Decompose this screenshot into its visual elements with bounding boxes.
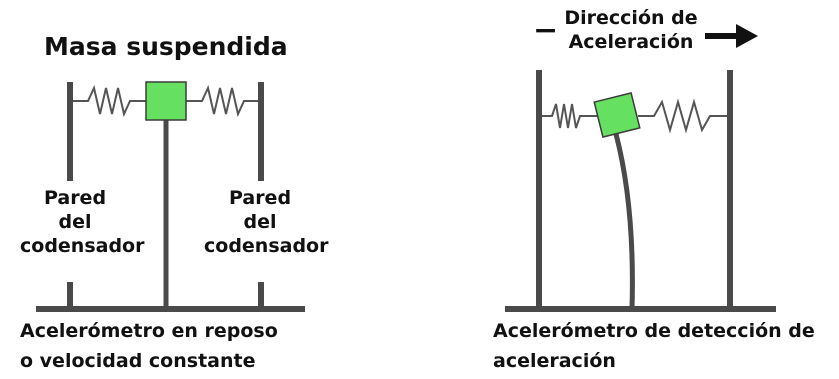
spring-left	[73, 84, 146, 118]
accelerometer-accelerating	[505, 24, 776, 312]
displaced-mass	[593, 92, 641, 138]
direction-arrow-head-icon	[736, 24, 758, 48]
minus-sign: −	[533, 13, 559, 48]
caption-accelerating: Acelerómetro de detección de aceleración	[493, 320, 815, 372]
spring-compressed	[542, 103, 598, 129]
suspended-mass	[145, 81, 187, 121]
wall-label-right: Pared del codensador	[204, 187, 329, 257]
spring-right	[186, 84, 258, 118]
wall-label-left: Pared del codensador	[20, 187, 145, 257]
accelerometer-at-rest	[36, 81, 305, 312]
caption-at-rest: Acelerómetro en reposo o velocidad const…	[20, 320, 278, 372]
direction-label: Dirección de Aceleración	[564, 7, 698, 53]
spring-stretched	[638, 98, 727, 134]
bent-support-rod	[613, 133, 635, 310]
title-suspended-mass: Masa suspendida	[44, 32, 288, 61]
